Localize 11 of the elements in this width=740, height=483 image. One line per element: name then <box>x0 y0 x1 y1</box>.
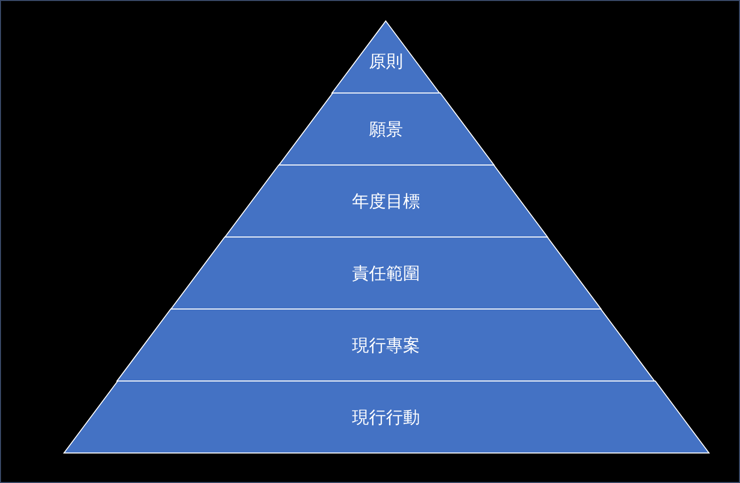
pyramid-tier <box>278 93 494 165</box>
pyramid-tier <box>171 237 601 309</box>
pyramid-tier <box>117 309 655 381</box>
tier-label: 現行行動 <box>351 407 421 429</box>
pyramid-tier <box>224 165 548 237</box>
tier-label: 年度目標 <box>351 191 421 213</box>
tier-label: 原則 <box>368 50 404 73</box>
tier-label: 現行專案 <box>351 335 421 357</box>
tier-label: 責任範圍 <box>351 263 421 285</box>
tier-label: 願景 <box>368 119 404 141</box>
pyramid-tier <box>64 381 708 453</box>
